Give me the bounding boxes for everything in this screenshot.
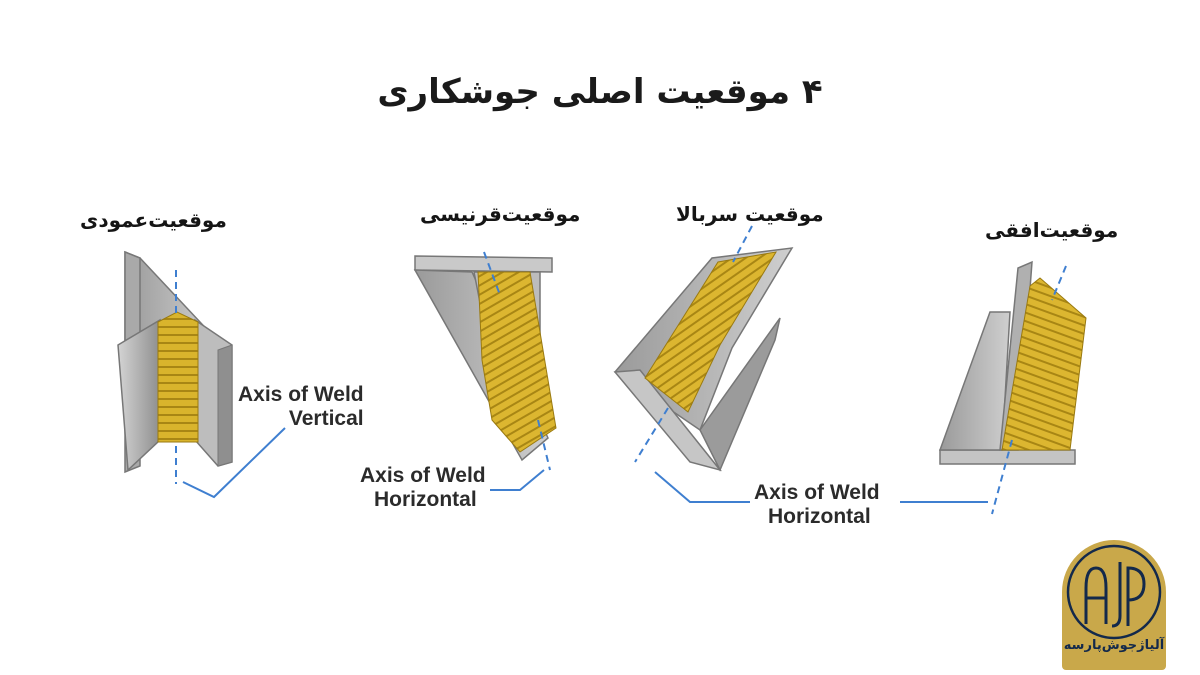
page-title: ۴ موقعیت اصلی جوشکاری (377, 72, 823, 112)
overhead-joint (413, 251, 557, 491)
flat-joint (613, 225, 794, 503)
axis-label-line1: Axis of Weld (754, 481, 880, 504)
horizontal-axis-label: Axis of Weld Horizontal (754, 481, 880, 529)
axis-label-line2: Horizontal (374, 488, 477, 511)
vertical-joint (117, 250, 286, 499)
overhead-axis-label: Axis of Weld Horizontal (360, 464, 486, 512)
vertical-axis-label: Axis of Weld Vertical (238, 383, 364, 431)
horizontal-position-label: موقعیت‌افقی (985, 218, 1119, 242)
axis-label-line2: Horizontal (768, 505, 871, 528)
ajp-monogram-icon (1066, 544, 1162, 640)
axis-label-line1: Axis of Weld (360, 464, 486, 487)
vertical-position-label: موقعیت‌عمودی (80, 208, 227, 232)
logo-text: آلیاژجوش‌پارسه (1063, 638, 1165, 653)
overhead-position-label: موقعیت‌قرنیسی (420, 202, 581, 226)
company-logo: آلیاژجوش‌پارسه (1062, 540, 1166, 670)
horizontal-joint (900, 260, 1087, 515)
axis-label-line2: Vertical (288, 407, 364, 430)
axis-label-line1: Axis of Weld (238, 383, 364, 406)
flat-position-label: موقعیت سربالا (676, 202, 824, 226)
